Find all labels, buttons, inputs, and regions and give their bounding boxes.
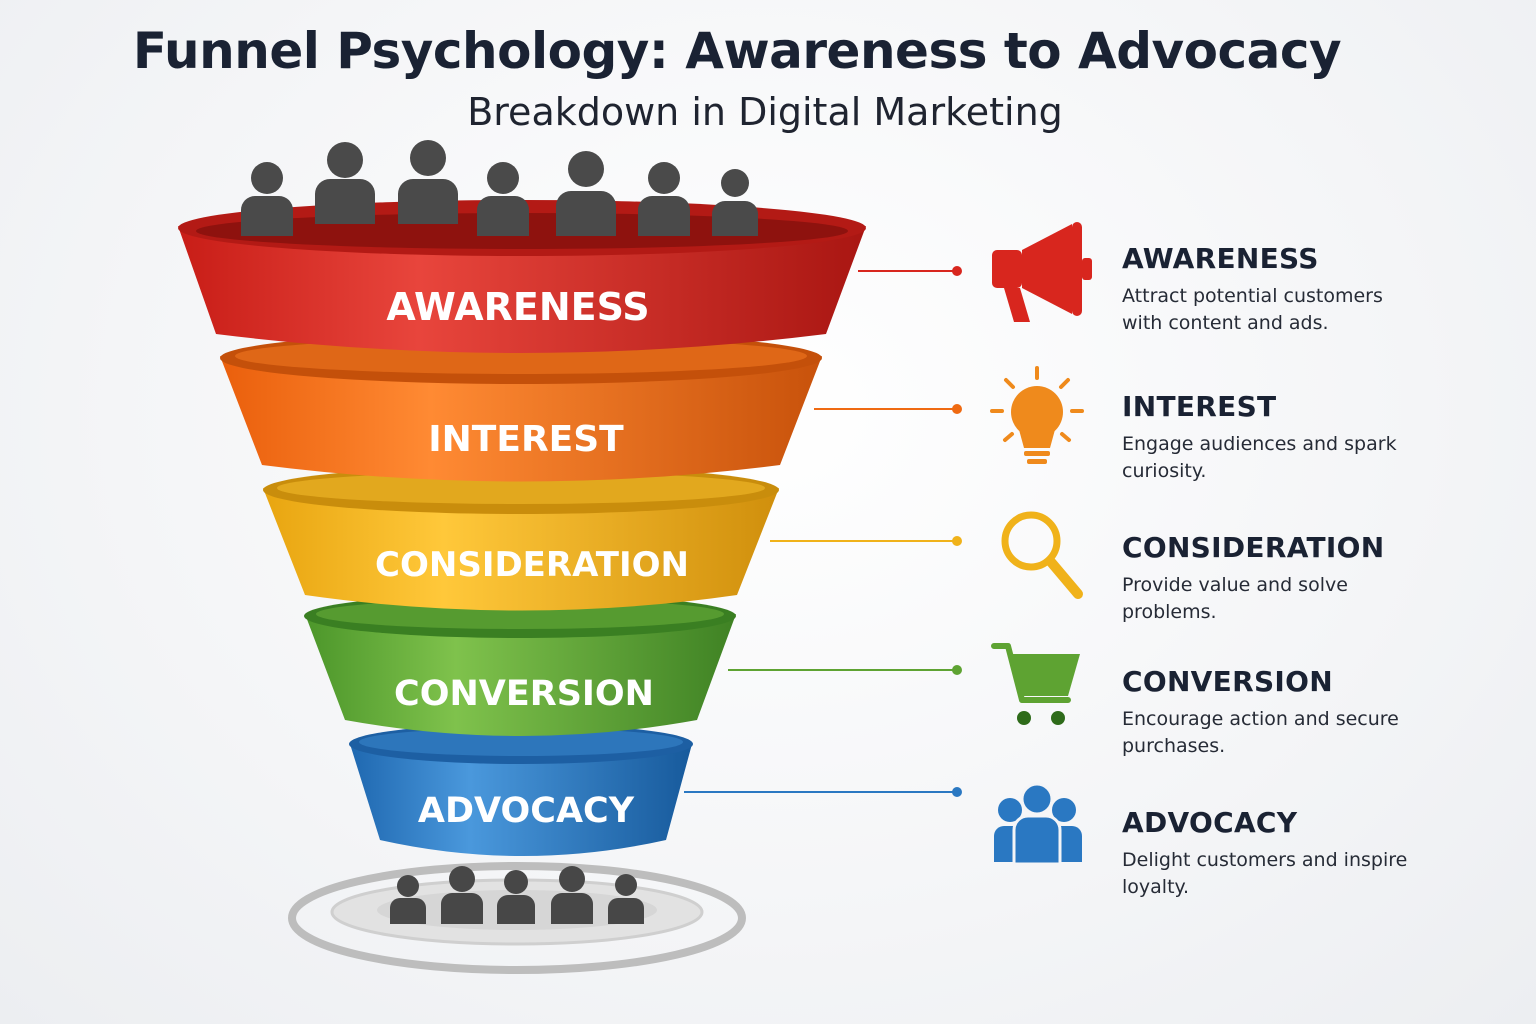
cart-icon — [991, 643, 1080, 725]
stage-heading: AWARENESS — [1122, 242, 1319, 275]
stage-advocacy: ADVOCACY Delight customers and inspire l… — [1122, 806, 1522, 901]
stage-heading: INTEREST — [1122, 390, 1277, 423]
stage-description: Engage audiences and spark curiosity. — [1122, 433, 1397, 482]
stage-consideration: CONSIDERATION Provide value and solve pr… — [1122, 531, 1522, 626]
funnel-layer-advocacy — [349, 724, 693, 856]
funnel-label-consideration: CONSIDERATION — [375, 545, 689, 585]
page-title: Funnel Psychology: Awareness to Advocacy — [132, 22, 1342, 80]
stage-heading: CONSIDERATION — [1122, 531, 1385, 564]
stage-interest: INTEREST Engage audiences and spark curi… — [1122, 390, 1522, 485]
stage-heading: ADVOCACY — [1122, 806, 1298, 839]
funnel-layer-consideration — [263, 466, 779, 611]
stage-heading: CONVERSION — [1122, 665, 1333, 698]
stage-awareness: AWARENESS Attract potential customers wi… — [1122, 242, 1522, 337]
stage-conversion: CONVERSION Encourage action and secure p… — [1122, 665, 1522, 760]
lightbulb-icon — [990, 366, 1084, 464]
magnifier-icon — [1001, 511, 1083, 599]
page-subtitle: Breakdown in Digital Marketing — [467, 90, 1063, 134]
top-crowd-icon — [241, 140, 758, 236]
stage-description: Encourage action and secure purchases. — [1122, 708, 1399, 757]
funnel-label-interest: INTEREST — [428, 419, 624, 460]
megaphone-icon — [992, 222, 1092, 322]
stage-description: Delight customers and inspire loyalty. — [1122, 849, 1408, 898]
people-group-icon — [994, 782, 1082, 866]
funnel-label-advocacy: ADVOCACY — [418, 791, 635, 831]
funnel-layer-conversion — [304, 594, 736, 736]
funnel-label-conversion: CONVERSION — [394, 674, 654, 714]
stage-description: Provide value and solve problems. — [1122, 574, 1348, 623]
bottom-crowd-icon — [390, 866, 644, 924]
funnel-label-awareness: AWARENESS — [386, 285, 649, 329]
stage-description: Attract potential customers with content… — [1122, 285, 1383, 334]
connector-lines — [684, 266, 962, 797]
